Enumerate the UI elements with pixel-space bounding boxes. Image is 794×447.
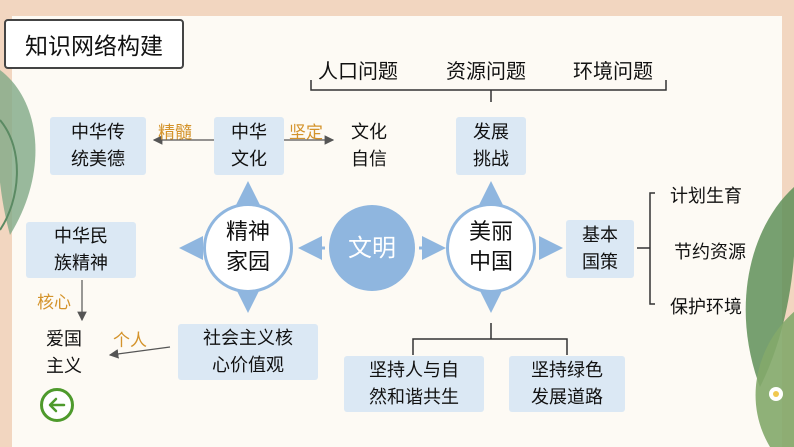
problem-population: 人口问题: [318, 59, 398, 83]
node-national-spirit: 中华民 族精神: [26, 222, 136, 278]
node-harmony-nature: 坚持人与自 然和谐共生: [344, 356, 484, 412]
problem-resources: 资源问题: [446, 59, 526, 83]
node-spiritual-home: 精神 家园: [203, 203, 293, 293]
policy-family-planning: 计划生育: [670, 186, 742, 207]
problem-environment: 环境问题: [573, 59, 653, 83]
node-cultural-confidence: 文化 自信: [351, 122, 387, 170]
label-personal: 个人: [113, 331, 147, 351]
label-core: 核心: [37, 293, 71, 313]
node-civilization: 文明: [329, 205, 415, 291]
node-green-development: 坚持绿色 发展道路: [509, 356, 625, 412]
back-button[interactable]: [40, 388, 74, 422]
leaf-decoration-right: [745, 187, 794, 447]
node-chinese-culture: 中华 文化: [214, 117, 284, 175]
label-essence: 精髓: [158, 123, 192, 143]
node-patriotism: 爱国 主义: [46, 329, 82, 377]
policy-save-resources: 节约资源: [674, 242, 746, 263]
back-arrow-icon: [48, 397, 66, 413]
label-firm: 坚定: [289, 123, 323, 143]
node-traditional-virtue: 中华传 统美德: [50, 117, 146, 175]
node-development-challenge: 发展 挑战: [456, 117, 526, 175]
node-core-values: 社会主义核 心价值观: [178, 324, 318, 380]
node-basic-policy: 基本 国策: [566, 220, 634, 278]
policy-protect-environment: 保护环境: [670, 297, 742, 318]
leaf-decoration-left: [0, 70, 36, 235]
page-title: 知识网络构建: [4, 19, 184, 69]
node-beautiful-china: 美丽 中国: [446, 203, 536, 293]
